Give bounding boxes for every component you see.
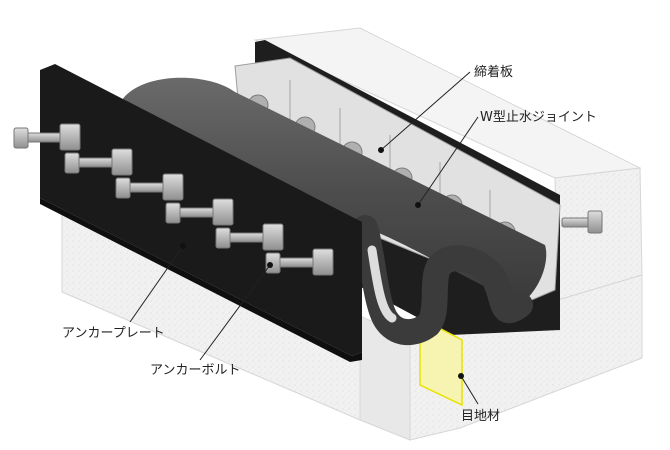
label-anchor-bolt: アンカーボルト	[150, 363, 240, 378]
concrete-block-right	[253, 27, 643, 441]
leader-joint-filler	[460, 375, 479, 405]
leader-anchor-plate	[129, 245, 184, 323]
anchor-bolt	[265, 248, 334, 276]
label-fastening-plate: 締着板	[474, 64, 513, 80]
label-w-joint: W型止水ジョイント	[480, 110, 597, 125]
anchor-bolt	[115, 173, 184, 201]
anchor-bolt	[165, 198, 234, 226]
label-joint-filler: 目地材	[461, 409, 500, 424]
front-anchor-bolts	[13, 123, 334, 276]
anchor-bolt	[64, 148, 133, 176]
w-water-stop-joint	[118, 77, 547, 345]
anchor-bolt	[215, 223, 284, 251]
joint-filler	[419, 316, 463, 407]
label-anchor-plate: アンカープレート	[62, 326, 165, 341]
leader-fastening-plate	[380, 71, 471, 151]
right-anchor-bolt	[561, 210, 603, 234]
leader-dots	[180, 147, 464, 379]
leader-lines	[129, 71, 479, 405]
anchor-bolt	[13, 123, 81, 151]
leader-anchor-bolt	[199, 264, 271, 361]
leader-w-joint	[417, 116, 479, 206]
